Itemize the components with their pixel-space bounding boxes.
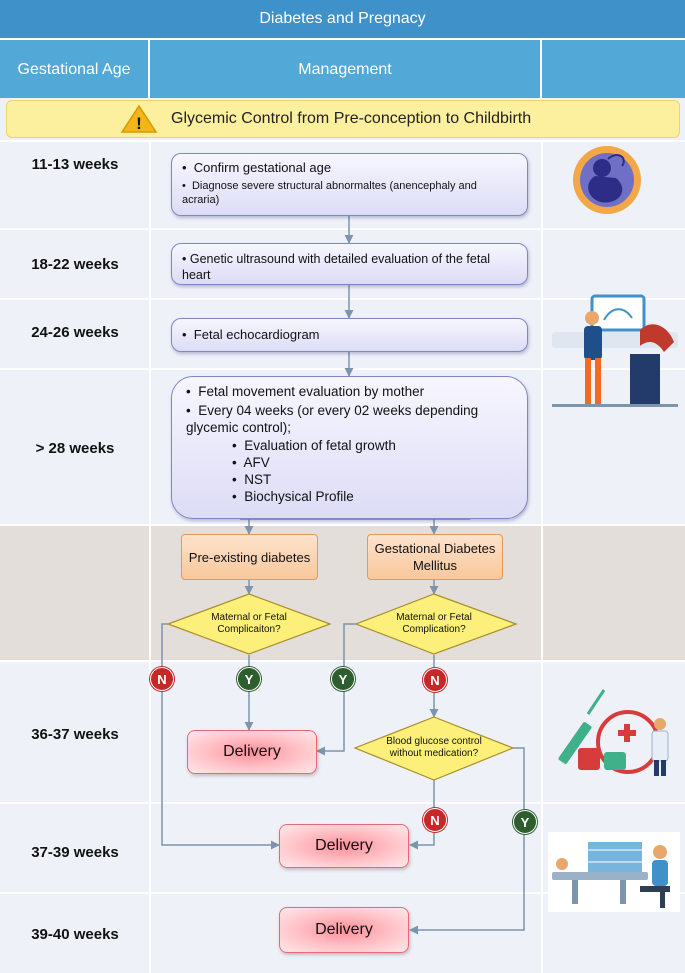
box4-sub4: Biochysical Profile	[244, 489, 354, 504]
box-fetal-echocardiogram: • Fetal echocardiogram	[171, 318, 528, 352]
week-label-6: 36-37 weeks	[31, 725, 119, 743]
week-label-3: 24-26 weeks	[31, 323, 119, 341]
box4-line1: Fetal movement evaluation by mother	[198, 384, 425, 399]
box4-sub2: AFV	[243, 455, 270, 470]
box-genetic-ultrasound: • Genetic ultrasound with detailed evalu…	[171, 243, 528, 285]
arrow-d1-no	[161, 623, 280, 850]
box2-line1: Genetic ultrasound with detailed evaluat…	[182, 252, 491, 282]
header-illustration	[542, 40, 685, 98]
decision-label-3: Blood glucose control without medication…	[386, 736, 482, 759]
arrow-d3-no	[409, 780, 435, 850]
box3-line1: Fetal echocardiogram	[193, 327, 320, 342]
yes-badge-d3: Y	[513, 810, 537, 834]
box-gestational-diabetes: Gestational Diabetes Mellitus	[367, 534, 503, 580]
box4-sub3: NST	[244, 472, 272, 487]
delivery-box-2: Delivery	[279, 824, 409, 868]
decision-diamond-3	[353, 716, 515, 781]
box1-line1: Confirm gestational age	[193, 160, 332, 175]
yes-badge-d1: Y	[237, 667, 261, 691]
yes-badge-d2: Y	[331, 667, 355, 691]
week-label-4: > 28 weeks	[35, 439, 115, 457]
delivery-box-3: Delivery	[279, 907, 409, 953]
week-label-2: 18-22 weeks	[31, 255, 119, 273]
arrow-d3-yes	[409, 747, 525, 935]
diagram-title: Diabetes and Pregnacy	[0, 0, 685, 40]
week-label-1: 11-13 weeks	[31, 155, 119, 173]
decision-diamond-2	[354, 593, 518, 655]
glycemic-control-banner: ! Glycemic Control from Pre-conception t…	[6, 100, 680, 138]
week-label-7: 37-39 weeks	[31, 843, 119, 861]
warning-icon: !	[120, 104, 158, 133]
decision-label-2: Maternal or Fetal Complication?	[396, 612, 472, 635]
injection-clinic-illustration	[558, 689, 669, 776]
box4-line2: Every 04 weeks (or every 02 weeks depend…	[186, 403, 479, 435]
header-gestational-age: Gestational Age	[0, 40, 150, 98]
warning-glyph: !	[136, 114, 142, 133]
no-badge-d3: N	[423, 808, 447, 832]
decision-diamond-1	[166, 593, 332, 655]
column-divider-right	[541, 140, 543, 973]
ultrasound-exam-illustration	[552, 294, 678, 407]
delivery-box-1: Delivery	[187, 730, 317, 774]
banner-text: Glycemic Control from Pre-conception to …	[171, 110, 532, 127]
box1-line2: Diagnose severe structural abnormaltes (…	[182, 180, 477, 206]
no-badge-d1: N	[150, 667, 174, 691]
header-management: Management	[150, 40, 542, 98]
column-divider-left	[149, 140, 151, 973]
fetus-icon	[573, 146, 641, 214]
box-fetal-monitoring: • Fetal movement evaluation by mother • …	[171, 376, 528, 519]
decision-label-1: Maternal or Fetal Complicaiton?	[211, 612, 287, 635]
no-badge-d2: N	[423, 668, 447, 692]
week-label-8: 39-40 weeks	[31, 925, 119, 943]
box-confirm-gestational-age: • Confirm gestational age • Diagnose sev…	[171, 153, 528, 216]
box4-sub1: Evaluation of fetal growth	[244, 438, 396, 453]
box-pre-existing-diabetes: Pre-existing diabetes	[181, 534, 318, 580]
row-bg-branch	[0, 524, 685, 660]
delivery-bed-illustration	[548, 832, 680, 912]
